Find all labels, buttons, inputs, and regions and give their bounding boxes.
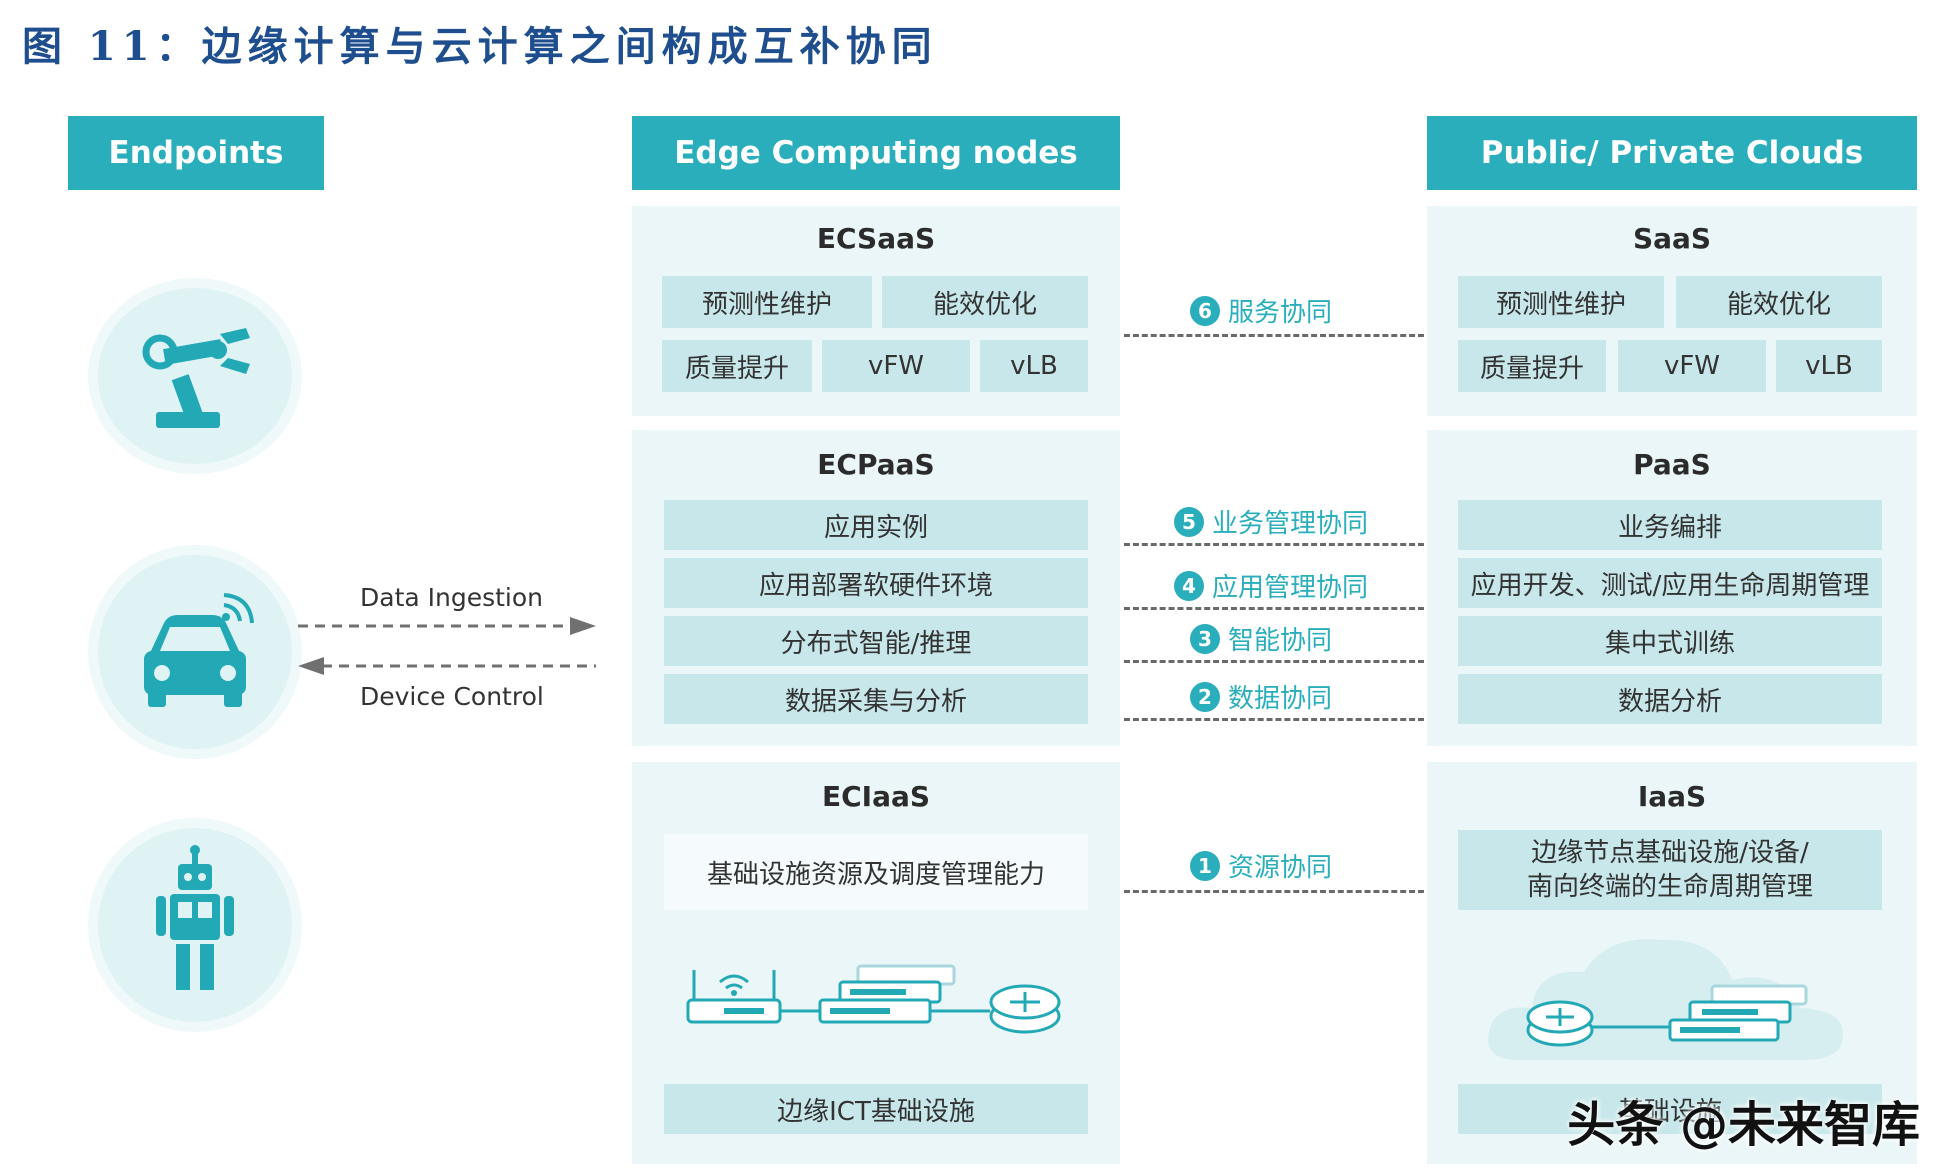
ecpaas-item: 数据采集与分析 [664,674,1088,724]
ecpaas-title: ECPaaS [817,448,935,481]
endpoint-robot [98,828,292,1022]
switch-icon [1668,984,1808,1042]
sync-line-business [1124,543,1424,546]
saas-item: 质量提升 [1458,340,1606,392]
sync-text: 智能协同 [1228,626,1333,656]
paas-item: 数据分析 [1458,674,1882,724]
eciaas-title: ECIaaS [821,780,931,813]
wifi-router-icon [686,970,782,1024]
ecsaas-item: 预测性维护 [662,276,872,328]
sync-label-intelligence: 3 智能协同 [1190,620,1332,657]
paas-title: PaaS [1633,448,1711,481]
ecpaas-item: 分布式智能/推理 [664,616,1088,666]
eciaas-bottom: 边缘ICT基础设施 [664,1084,1088,1134]
ecsaas-title: ECSaaS [816,222,936,255]
paas-item: 业务编排 [1458,500,1882,550]
sync-text: 数据协同 [1228,684,1333,714]
switch-icon [818,964,956,1024]
ecsaas-item: vLB [980,340,1088,392]
sync-number: 5 [1174,506,1204,537]
saas-title: SaaS [1632,222,1712,255]
device-control-label: Device Control [360,682,544,711]
sync-number: 4 [1174,570,1204,601]
watermark: 头条 @未来智库 [1567,1097,1920,1153]
paas-item: 应用开发、测试/应用生命周期管理 [1458,558,1882,608]
sync-number: 6 [1190,295,1220,326]
sync-text: 应用管理协同 [1212,573,1369,603]
edge-infrastructure-graphic [686,964,1061,1034]
sync-text: 业务管理协同 [1212,509,1369,539]
data-ingestion-arrow [298,617,596,635]
robot-arm-icon [142,328,250,428]
sync-text: 资源协同 [1228,853,1333,883]
sync-label-service: 6 服务协同 [1190,292,1332,329]
ecsaas-item: 质量提升 [662,340,812,392]
robot-icon [156,845,234,990]
sync-label-application: 4 应用管理协同 [1174,567,1368,604]
router-icon [1526,1000,1594,1047]
ecsaas-item: vFW [822,340,970,392]
saas-item: vLB [1776,340,1882,392]
sync-label-business: 5 业务管理协同 [1174,503,1368,540]
ecsaas-item: 能效优化 [882,276,1088,328]
figure-title: 图 11：边缘计算与云计算之间构成互补协同 [22,23,938,70]
endpoints-header: Endpoints [68,116,324,190]
cloud-infrastructure-graphic [1488,939,1844,1060]
sync-line-application [1124,607,1424,610]
ecpaas-item: 应用部署软硬件环境 [664,558,1088,608]
sync-line-data [1124,718,1424,721]
endpoint-robot-arm [98,288,292,464]
iaas-item-line2: 南向终端的生命周期管理 [1526,872,1813,902]
sync-label-data: 2 数据协同 [1190,678,1332,715]
connected-car-icon [144,593,254,707]
ecpaas-item: 应用实例 [664,500,1088,550]
saas-item: 预测性维护 [1458,276,1664,328]
router-icon [989,984,1061,1034]
iaas-bottom: 基础设施 [1458,1084,1882,1134]
iaas-title: IaaS [1637,780,1707,813]
eciaas-item: 基础设施资源及调度管理能力 [664,834,1088,910]
sync-line-resource [1124,890,1424,893]
sync-line-service [1124,334,1424,337]
sync-line-intelligence [1124,660,1424,663]
sync-number: 1 [1190,850,1220,881]
sync-text: 服务协同 [1228,298,1333,328]
iaas-item: 边缘节点基础设施/设备/ 南向终端的生命周期管理 [1458,830,1882,910]
saas-item: vFW [1618,340,1766,392]
saas-item: 能效优化 [1676,276,1882,328]
sync-number: 2 [1190,681,1220,712]
endpoint-car [98,555,292,749]
device-control-arrow [298,657,596,675]
clouds-header: Public/ Private Clouds [1427,116,1917,190]
data-ingestion-label: Data Ingestion [360,583,544,612]
sync-number: 3 [1190,623,1220,654]
paas-item: 集中式训练 [1458,616,1882,666]
sync-label-resource: 1 资源协同 [1190,847,1332,884]
edge-nodes-header: Edge Computing nodes [632,116,1120,190]
iaas-item-line1: 边缘节点基础设施/设备/ [1531,838,1809,868]
